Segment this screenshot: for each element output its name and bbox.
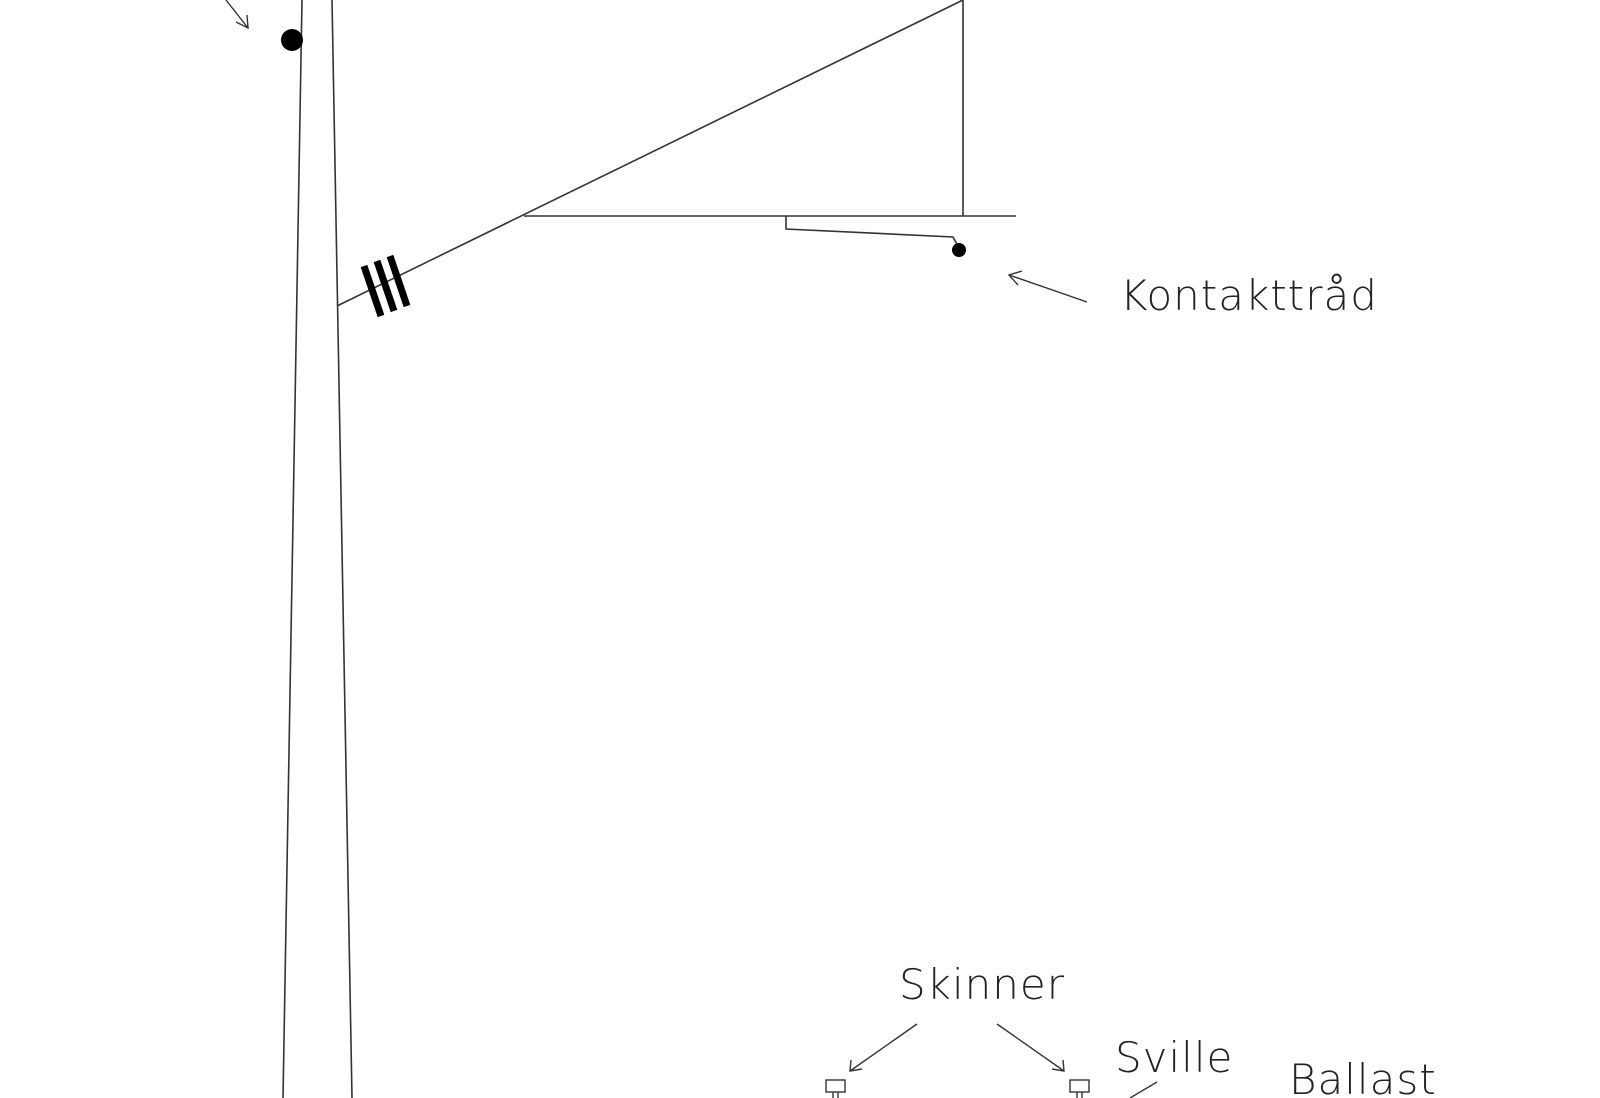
rails-arrows [849,1023,1065,1072]
rail-left [825,1079,846,1098]
sleeper-label: Sville [1115,1033,1233,1082]
ballast-label: Ballast [1289,1055,1437,1098]
cantilever-stay [336,0,964,307]
feeder-wire-dot [281,29,303,51]
insulator [360,254,411,318]
contact-wire-label: Kontakttråd [1120,271,1378,320]
feeder-arrow [225,0,249,30]
rails-label: Skinner [899,960,1065,1009]
steady-arm [785,216,959,247]
sleeper-leader [1129,1081,1158,1098]
contact-wire-dot [952,243,966,257]
rail-right [1069,1079,1090,1098]
mast [282,0,353,1098]
contact-wire-arrow [1007,270,1088,303]
